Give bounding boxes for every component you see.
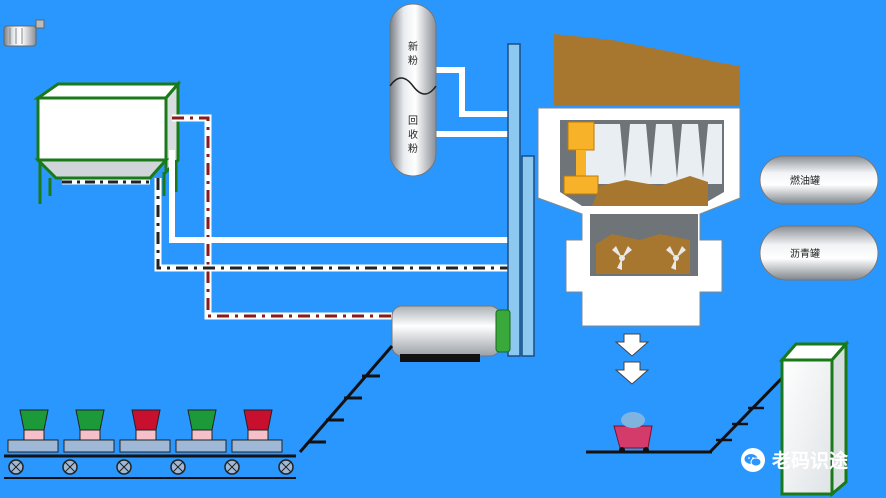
mixing-tower	[537, 34, 741, 327]
feed-bin	[119, 409, 171, 453]
new-powder-label-1: 新	[408, 40, 418, 53]
belt-roller-icon	[278, 459, 294, 475]
bucket-elevator	[507, 43, 535, 357]
recycled-powder-label-2: 收	[408, 128, 418, 141]
motor-icon	[3, 19, 45, 47]
feed-bin	[175, 409, 227, 453]
fuel-oil-tank-label: 燃油罐	[790, 174, 820, 187]
discharge-arrow-icon	[614, 333, 650, 385]
recycled-powder-label-1: 回	[408, 115, 418, 127]
drying-drum	[391, 305, 511, 362]
belt-roller-icon	[170, 459, 186, 475]
new-powder-label-2: 粉	[408, 54, 418, 67]
asphalt-tank-label: 沥青罐	[790, 247, 820, 260]
belt-roller-icon	[116, 459, 132, 475]
loading-cart-icon	[586, 412, 712, 454]
duct-network	[62, 67, 508, 320]
feed-bin	[231, 409, 283, 453]
mixer-fan-right-icon	[666, 246, 686, 270]
feed-bin	[63, 409, 115, 453]
powder-tank: 新 粉 回 收 粉	[389, 3, 437, 177]
baghouse	[33, 79, 182, 204]
burner-icon	[563, 121, 599, 195]
belt-roller-icon	[224, 459, 240, 475]
fuel-oil-tank: 燃油罐	[759, 155, 879, 205]
belt-roller-icon	[8, 459, 24, 475]
wechat-icon	[741, 447, 765, 472]
mixer-fan-left-icon	[612, 246, 632, 270]
belt-roller-icon	[62, 459, 78, 475]
recycled-powder-label-3: 粉	[408, 142, 418, 155]
storage-silo	[708, 340, 850, 498]
asphalt-tank: 沥青罐	[759, 225, 879, 281]
inclined-conveyor	[298, 345, 394, 453]
watermark: 老码识途	[740, 446, 848, 473]
cold-feed-line	[4, 409, 296, 479]
watermark-text: 老码识途	[772, 450, 849, 472]
feed-bin	[7, 409, 59, 453]
